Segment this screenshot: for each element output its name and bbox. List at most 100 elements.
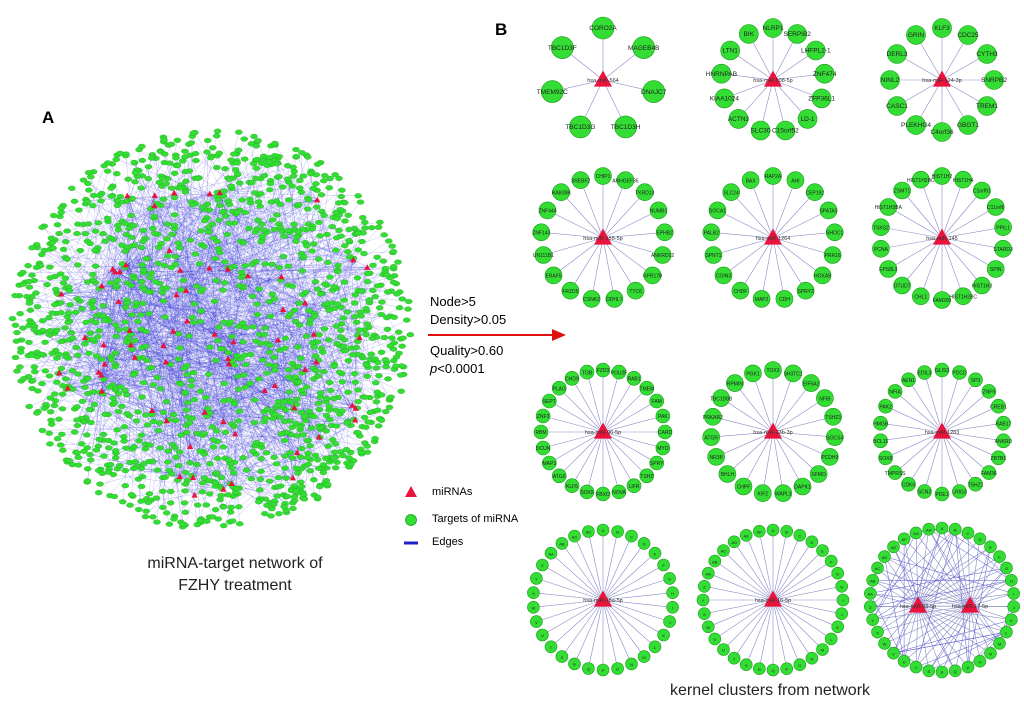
cluster-target-node — [616, 171, 635, 189]
network-target-node — [199, 480, 207, 486]
cluster-target-node — [981, 465, 997, 480]
cluster-target-node — [648, 640, 662, 654]
cluster-target-node — [752, 662, 766, 676]
network-mirna-node — [171, 189, 178, 196]
network-target-node — [203, 518, 211, 524]
cluster-target-node — [726, 374, 744, 392]
network-target-node — [314, 373, 322, 379]
network-target-node — [106, 461, 115, 468]
cluster-4: CHIP1ARHGEF35TKRD13NUMB1EPHB2ANKRD12GPR1… — [532, 167, 674, 308]
network-target-node — [241, 263, 249, 269]
network-target-node — [170, 170, 179, 176]
network-target-node — [62, 353, 70, 360]
cluster-edge — [602, 543, 645, 601]
network-target-node — [324, 443, 333, 449]
cluster-edge — [969, 605, 1014, 607]
cluster-edge — [941, 431, 999, 459]
cluster-target-label: ZNF9 — [983, 390, 996, 396]
network-target-node — [46, 328, 55, 334]
network-target-node — [78, 398, 87, 404]
network-target-node — [321, 173, 329, 179]
cluster-edge — [602, 415, 663, 433]
network-target-node — [62, 376, 70, 382]
cluster-target-label: D — [643, 542, 646, 547]
cluster-edge — [772, 431, 819, 475]
cluster-6: HIST1H2HIST1H4C1orf61C11orf6PPIL1STARD3S… — [872, 167, 1013, 309]
cluster-target-node — [893, 276, 911, 295]
network-edge — [152, 420, 167, 462]
network-target-node — [325, 337, 333, 343]
cluster-target-label: PALB2 — [704, 231, 719, 237]
network-target-node — [186, 237, 195, 243]
cluster-target-label: J — [841, 612, 843, 617]
network-edge — [163, 300, 306, 304]
cluster-edge — [602, 592, 673, 601]
cluster-target-label: C4orf36 — [930, 129, 954, 136]
cluster-target-label: HIST1H2BC — [949, 295, 977, 301]
cluster-target-label: HOXA9 — [814, 274, 831, 280]
network-edge — [274, 292, 306, 386]
network-target-node — [281, 465, 289, 471]
network-target-node — [110, 493, 119, 500]
cluster-target-label: U — [722, 648, 725, 653]
network-target-node — [225, 176, 234, 182]
network-edge — [101, 144, 172, 287]
cluster-target-node — [994, 218, 1012, 236]
network-target-node — [311, 279, 320, 285]
network-target-node — [187, 383, 196, 389]
network-target-node — [197, 228, 206, 234]
cluster-edge — [772, 180, 796, 239]
network-target-node — [314, 465, 323, 471]
cluster-target-label: X — [876, 630, 879, 635]
cluster-edge — [941, 431, 1004, 442]
network-edge — [163, 256, 304, 346]
network-target-node — [30, 364, 39, 370]
network-target-node — [217, 346, 225, 352]
cluster-target-label: M — [998, 642, 1001, 647]
network-target-node — [234, 374, 242, 380]
cluster-target-node — [614, 115, 637, 139]
cluster-target-node — [595, 486, 611, 502]
cluster-edge — [893, 631, 1007, 654]
cluster-target-node — [564, 370, 580, 386]
cluster-target-label: SFMO — [811, 472, 826, 478]
network-target-node — [338, 187, 346, 193]
cluster-target-label: AE — [744, 534, 750, 539]
network-edge — [247, 268, 386, 277]
criteria-quality: Quality>0.60 — [430, 343, 504, 358]
network-target-node — [270, 502, 278, 508]
network-edge — [227, 358, 285, 507]
cluster-edge — [762, 431, 774, 494]
cluster-target-node — [655, 440, 671, 456]
network-target-node — [333, 340, 341, 347]
cluster-target-node — [952, 484, 967, 499]
network-target-node — [260, 332, 269, 338]
network-target-node — [120, 434, 128, 440]
network-target-node — [226, 509, 235, 515]
network-edge — [174, 214, 306, 370]
network-target-node — [203, 149, 211, 155]
network-target-node — [150, 230, 159, 237]
cluster-target-node — [871, 561, 884, 575]
cluster-target-node — [530, 572, 543, 585]
network-target-node — [374, 224, 383, 230]
network-mirna-node — [131, 354, 138, 360]
cluster-target-node — [649, 393, 665, 409]
cluster-target-node — [835, 579, 849, 593]
cluster-edge — [533, 592, 604, 601]
network-target-node — [130, 242, 139, 248]
cluster-target-label: C1orf61 — [973, 189, 991, 195]
cluster-target-node — [932, 18, 952, 38]
cluster-target-node — [958, 115, 978, 135]
network-target-node — [314, 256, 323, 262]
cluster-edge — [711, 232, 774, 239]
cluster-target-node — [702, 428, 721, 446]
network-target-node — [118, 499, 127, 505]
legend-targets-label: Targets of miRNA — [432, 513, 519, 525]
network-target-node — [384, 376, 392, 382]
network-edge — [103, 344, 158, 378]
network-target-node — [365, 297, 374, 303]
network-target-node — [19, 325, 27, 331]
network-target-node — [170, 212, 179, 218]
